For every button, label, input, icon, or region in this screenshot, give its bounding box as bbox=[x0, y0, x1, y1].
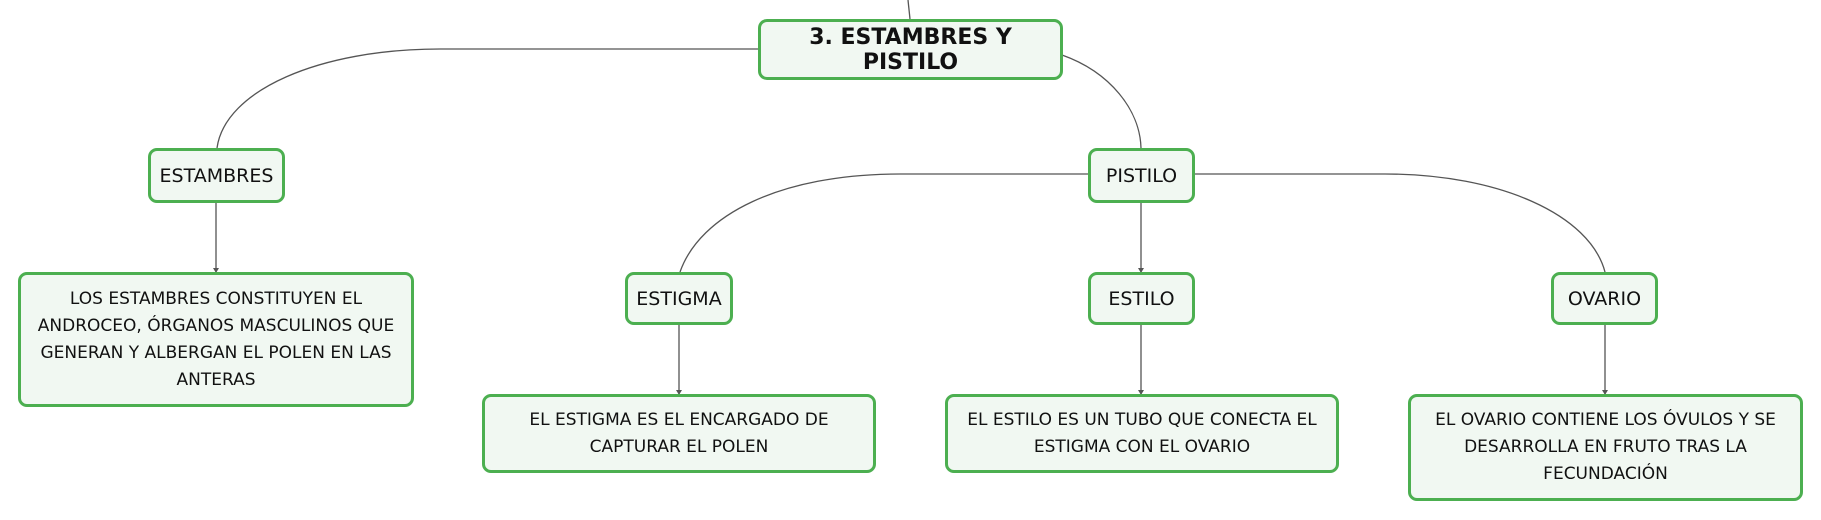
estilo-node[interactable]: ESTILO bbox=[1088, 272, 1195, 325]
ovario-description-node[interactable]: EL OVARIO CONTIENE LOS ÓVULOS Y SE DESAR… bbox=[1408, 394, 1803, 501]
root-node[interactable]: 3. ESTAMBRES Y PISTILO bbox=[758, 19, 1063, 80]
estigma-description-node[interactable]: EL ESTIGMA ES EL ENCARGADO DE CAPTURAR E… bbox=[482, 394, 876, 473]
connector-root-to-pistilo bbox=[1061, 54, 1142, 149]
ovario-node-label: OVARIO bbox=[1567, 287, 1642, 310]
estambres-description-node[interactable]: LOS ESTAMBRES CONSTITUYEN EL ANDROCEO, Ó… bbox=[18, 272, 414, 407]
ovario-description-text: EL OVARIO CONTIENE LOS ÓVULOS Y SE DESAR… bbox=[1435, 410, 1776, 484]
estambres-description-text: LOS ESTAMBRES CONSTITUYEN EL ANDROCEO, Ó… bbox=[37, 288, 395, 390]
root-node-label: 3. ESTAMBRES Y PISTILO bbox=[809, 24, 1012, 75]
pistilo-node-label: PISTILO bbox=[1105, 164, 1178, 187]
estigma-node[interactable]: ESTIGMA bbox=[625, 272, 733, 325]
estilo-description-text: EL ESTILO ES UN TUBO QUE CONECTA EL ESTI… bbox=[967, 409, 1317, 457]
ovario-node[interactable]: OVARIO bbox=[1551, 272, 1658, 325]
connector-estilo-desc-arrowhead bbox=[1138, 390, 1144, 395]
estilo-description-node[interactable]: EL ESTILO ES UN TUBO QUE CONECTA EL ESTI… bbox=[945, 394, 1339, 473]
connector-estigma-desc-arrowhead bbox=[676, 390, 682, 395]
connector-pistilo-to-ovario bbox=[1194, 173, 1606, 273]
estilo-node-label: ESTILO bbox=[1108, 287, 1175, 310]
estambres-node-label: ESTAMBRES bbox=[159, 164, 274, 187]
connector-pistilo-to-estigma bbox=[679, 173, 1089, 273]
connector-estambres-arrowhead bbox=[213, 268, 219, 273]
estigma-description-text: EL ESTIGMA ES EL ENCARGADO DE CAPTURAR E… bbox=[529, 409, 829, 457]
connector-ovario-desc-arrowhead bbox=[1602, 390, 1608, 395]
estigma-node-label: ESTIGMA bbox=[636, 287, 722, 310]
connector-parent-to-root bbox=[907, 0, 911, 20]
connector-estilo-arrowhead bbox=[1138, 268, 1144, 273]
connector-root-to-estambres bbox=[216, 48, 760, 149]
estambres-node[interactable]: ESTAMBRES bbox=[148, 148, 285, 203]
pistilo-node[interactable]: PISTILO bbox=[1088, 148, 1195, 203]
